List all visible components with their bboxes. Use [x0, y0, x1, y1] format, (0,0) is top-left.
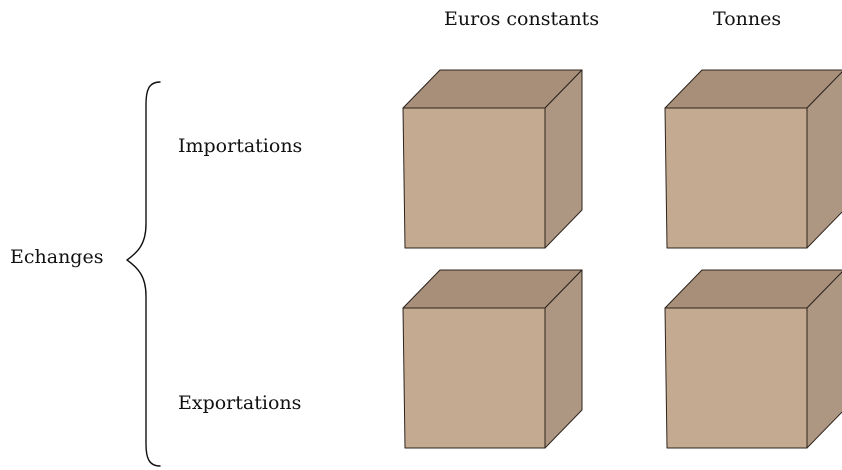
column-header-euros: Euros constants — [444, 8, 600, 30]
cube-exports-tonnes — [664, 269, 842, 449]
row-label-exports: Exportations — [178, 392, 302, 414]
row-label-imports: Importations — [178, 135, 303, 157]
cube-imports-euros — [402, 69, 583, 249]
curly-brace — [126, 81, 161, 467]
cube-imports-tonnes — [664, 69, 842, 249]
cube-front-face — [664, 107, 808, 249]
cube-front-face — [402, 107, 546, 249]
cube-exports-euros — [402, 269, 583, 449]
cube-front-face — [664, 307, 808, 449]
cube-front-face — [402, 307, 546, 449]
group-label-echanges: Echanges — [10, 246, 104, 268]
column-header-tonnes: Tonnes — [713, 8, 782, 30]
